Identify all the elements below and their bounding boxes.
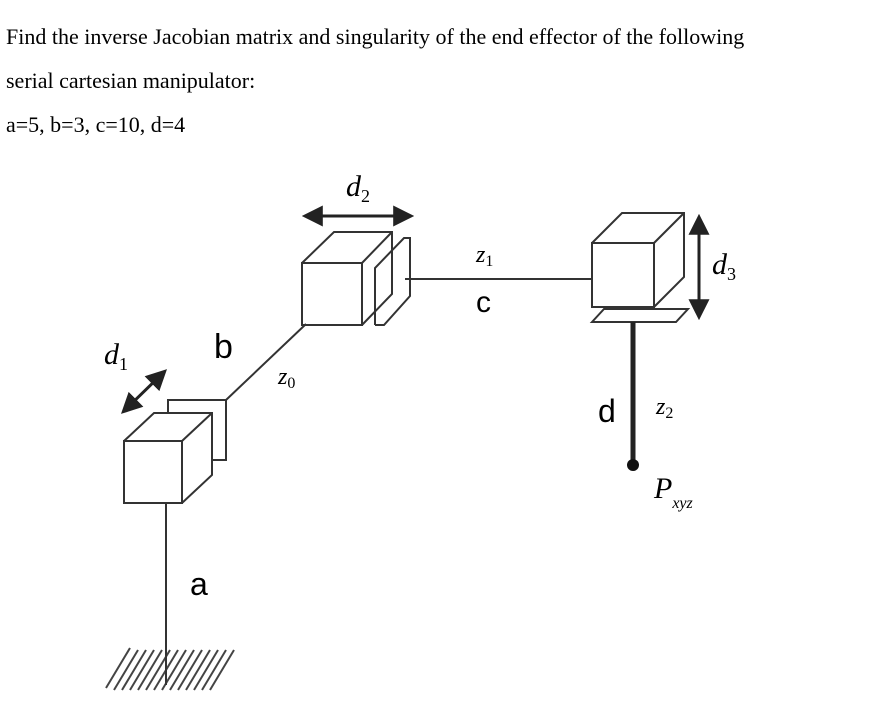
label-d: d	[598, 393, 616, 429]
problem-parameters: a=5, b=3, c=10, d=4	[6, 112, 186, 137]
joint-2-cube	[301, 231, 393, 326]
d1-arrow	[120, 369, 168, 414]
label-d3: d3	[712, 248, 736, 284]
label-b: b	[214, 328, 233, 366]
label-z2: z2	[655, 394, 673, 422]
label-z1: z1	[475, 242, 493, 270]
label-d2: d2	[346, 170, 370, 206]
joint-3-plate	[589, 308, 691, 323]
joint-3-cube	[591, 212, 685, 308]
joint-1-cube	[123, 412, 213, 504]
joint-1-guide	[167, 399, 227, 461]
link-b	[225, 323, 307, 401]
joint-2-guide	[374, 237, 411, 326]
problem-line-2: serial cartesian manipulator:	[6, 68, 256, 93]
label-d1: d1	[104, 338, 128, 374]
label-c: c	[476, 286, 491, 319]
label-z0: z0	[277, 364, 295, 392]
ground-hatch	[105, 647, 235, 691]
end-effector-point	[627, 459, 639, 471]
label-a: a	[190, 566, 208, 602]
label-pxyz: Pxyz	[653, 472, 694, 512]
problem-line-1: Find the inverse Jacobian matrix and sin…	[6, 24, 745, 49]
